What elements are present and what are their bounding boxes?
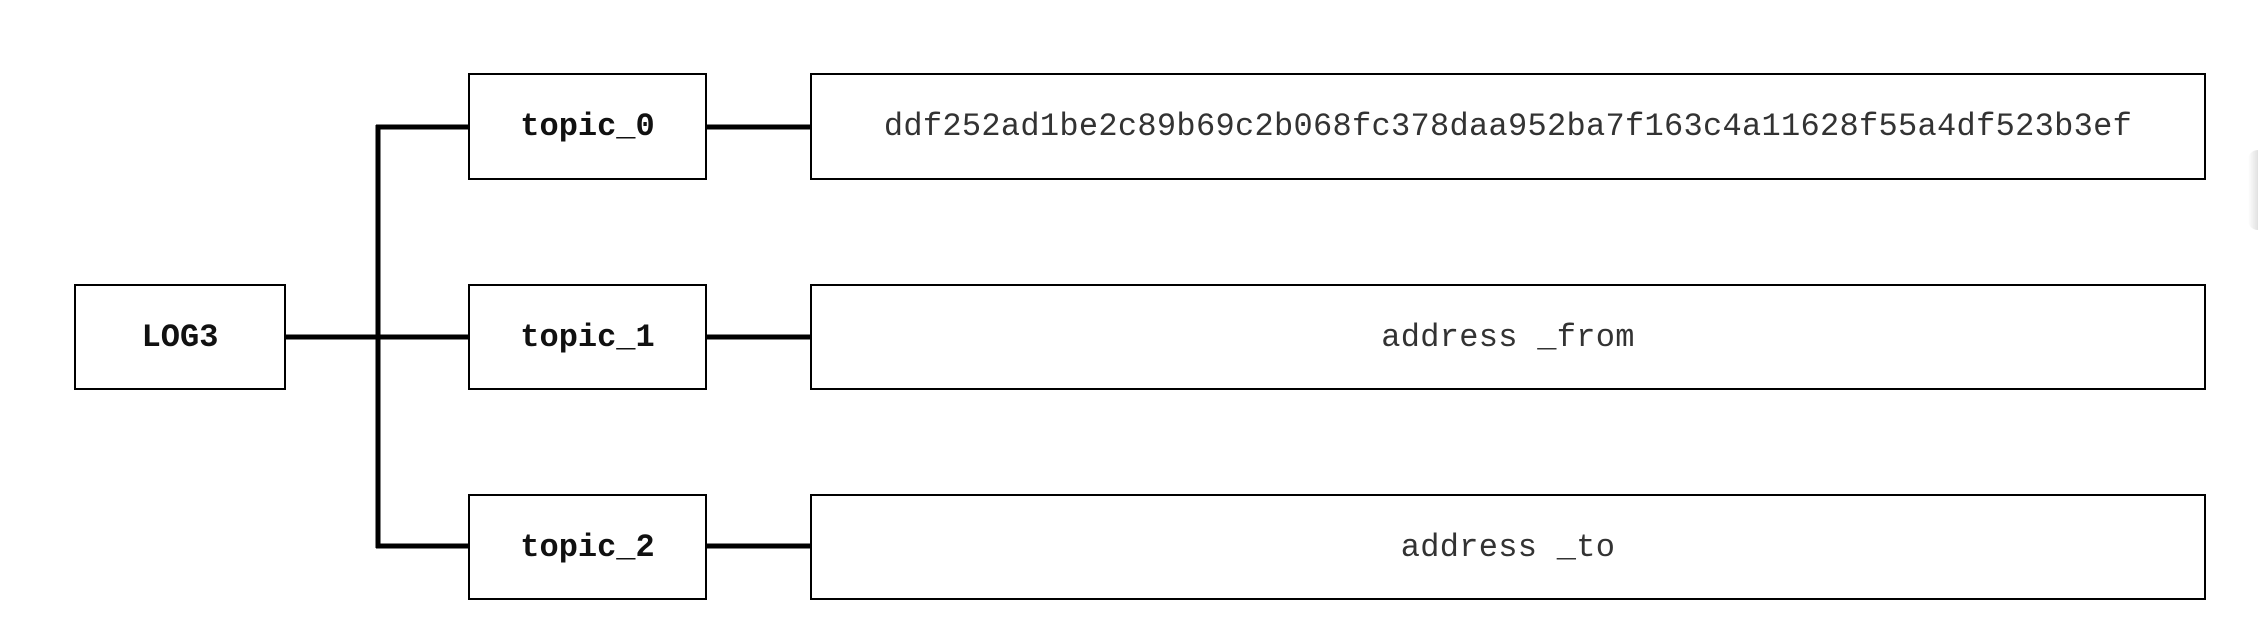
topic-2-value: address _to	[810, 494, 2206, 600]
log3-node: LOG3	[74, 284, 286, 390]
topic-2-node: topic_2	[468, 494, 707, 600]
topic-0-value: ddf252ad1be2c89b69c2b068fc378daa952ba7f1…	[810, 73, 2206, 180]
topic-1-value: address _from	[810, 284, 2206, 390]
topic-1-node: topic_1	[468, 284, 707, 390]
edge-shadow	[2248, 150, 2258, 230]
topic-0-node: topic_0	[468, 73, 707, 180]
